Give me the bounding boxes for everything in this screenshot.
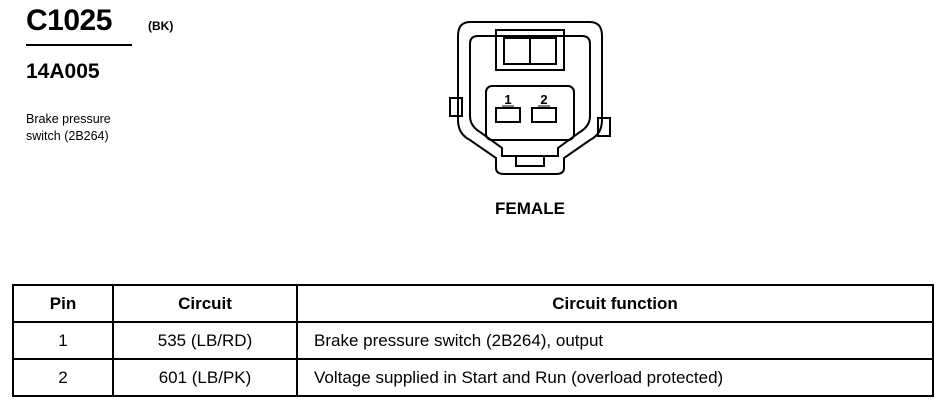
- pin-label-1: 1: [504, 92, 511, 107]
- bottom-key: [515, 155, 545, 167]
- header-rule: [26, 44, 132, 46]
- pin-cavity-2: [531, 107, 557, 123]
- table-row: 1 535 (LB/RD) Brake pressure switch (2B2…: [12, 321, 934, 360]
- header-pin: Pin: [12, 284, 114, 323]
- cell-pin: 1: [12, 321, 114, 360]
- pin-table: Pin Circuit Circuit function 1 535 (LB/R…: [12, 284, 934, 397]
- component-desc-line-1: Brake pressure: [26, 112, 111, 126]
- left-side-key: [449, 97, 463, 117]
- header-circuit: Circuit: [112, 284, 298, 323]
- component-description: Brake pressure switch (2B264): [26, 111, 186, 145]
- cell-circuit-function: Brake pressure switch (2B264), output: [296, 321, 934, 360]
- connector-outer-housing: [457, 21, 603, 175]
- harness-id: 14A005: [26, 60, 100, 83]
- right-side-key: [597, 117, 611, 137]
- table-row: 2 601 (LB/PK) Voltage supplied in Start …: [12, 358, 934, 397]
- connector-inner-housing: [469, 35, 591, 157]
- connector-color: (BK): [148, 19, 174, 33]
- connector-gender-label: FEMALE: [495, 199, 565, 218]
- cell-circuit: 535 (LB/RD): [112, 321, 298, 360]
- pin-label-2: 2: [540, 92, 547, 107]
- connector-id: C1025: [26, 4, 112, 37]
- cell-circuit: 601 (LB/PK): [112, 358, 298, 397]
- connector-face-diagram: 1 2: [449, 21, 611, 175]
- table-header-row: Pin Circuit Circuit function: [12, 284, 934, 323]
- pin-cavity-1: [495, 107, 521, 123]
- header-circuit-function: Circuit function: [296, 284, 934, 323]
- pin-cavity-block: [485, 85, 575, 141]
- component-desc-line-2: switch (2B264): [26, 129, 109, 143]
- locking-tab: [495, 29, 565, 71]
- cell-pin: 2: [12, 358, 114, 397]
- cell-circuit-function: Voltage supplied in Start and Run (overl…: [296, 358, 934, 397]
